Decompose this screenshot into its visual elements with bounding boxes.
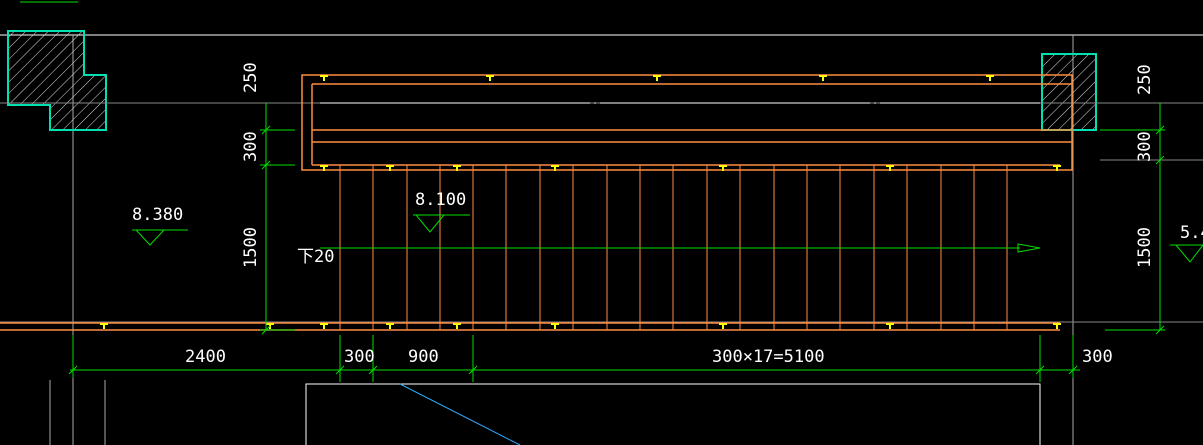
column-left — [7, 30, 107, 131]
elevation-stair-top-label: 8.100 — [415, 190, 466, 210]
rebar-marker — [819, 75, 827, 81]
rebar-marker — [486, 75, 494, 81]
dim-right-250: 250 — [1135, 64, 1155, 95]
elevation-landing-left — [132, 229, 188, 246]
landing-outline — [301, 74, 1073, 171]
rebar-marker — [886, 323, 894, 329]
dim-right-300: 300 — [1135, 131, 1155, 162]
stair-direction-arrow — [320, 243, 1041, 253]
dim-left-300: 300 — [241, 131, 261, 162]
rebar-marker — [386, 323, 394, 329]
stair-direction-label: 下20 — [297, 247, 334, 267]
rebar-marker — [453, 323, 461, 329]
dim-h-5100: 300×17=5100 — [712, 347, 825, 367]
rebar-marker — [986, 75, 994, 81]
rebar-marker — [320, 165, 328, 171]
dim-left-1500: 1500 — [241, 227, 261, 268]
dim-h-300b: 300 — [1082, 347, 1113, 367]
dim-horizontal — [68, 335, 1080, 382]
rebar-marker — [320, 75, 328, 81]
elevation-right-label: 5.4 — [1180, 223, 1203, 243]
rebar-marker — [320, 323, 328, 329]
elevation-stair-top — [413, 214, 470, 233]
rebar-marker — [1053, 323, 1061, 329]
column-right — [1041, 53, 1097, 131]
rebar-marker — [100, 323, 108, 329]
dim-left-250: 250 — [241, 62, 261, 93]
stair-edges — [0, 322, 1060, 331]
dim-h-300a: 300 — [344, 347, 375, 367]
rebar-marker — [719, 323, 727, 329]
section-diagonal — [399, 383, 521, 445]
rebar-marker — [551, 323, 559, 329]
dim-h-2400: 2400 — [185, 347, 226, 367]
rebar-marker — [719, 165, 727, 171]
rebar-marker — [886, 165, 894, 171]
lower-wall-outline — [305, 383, 1041, 445]
rebar-markers — [100, 75, 1061, 329]
dim-h-900: 900 — [408, 347, 439, 367]
rebar-marker — [653, 75, 661, 81]
dim-vertical-right — [1100, 103, 1165, 335]
dim-vertical-left — [260, 103, 295, 335]
elevation-landing-left-label: 8.380 — [132, 205, 183, 225]
rebar-marker — [1053, 165, 1061, 171]
elevation-right — [1170, 244, 1203, 263]
rebar-marker — [386, 165, 394, 171]
dim-right-1500: 1500 — [1135, 227, 1155, 268]
rebar-marker — [551, 165, 559, 171]
rebar-marker — [453, 165, 461, 171]
